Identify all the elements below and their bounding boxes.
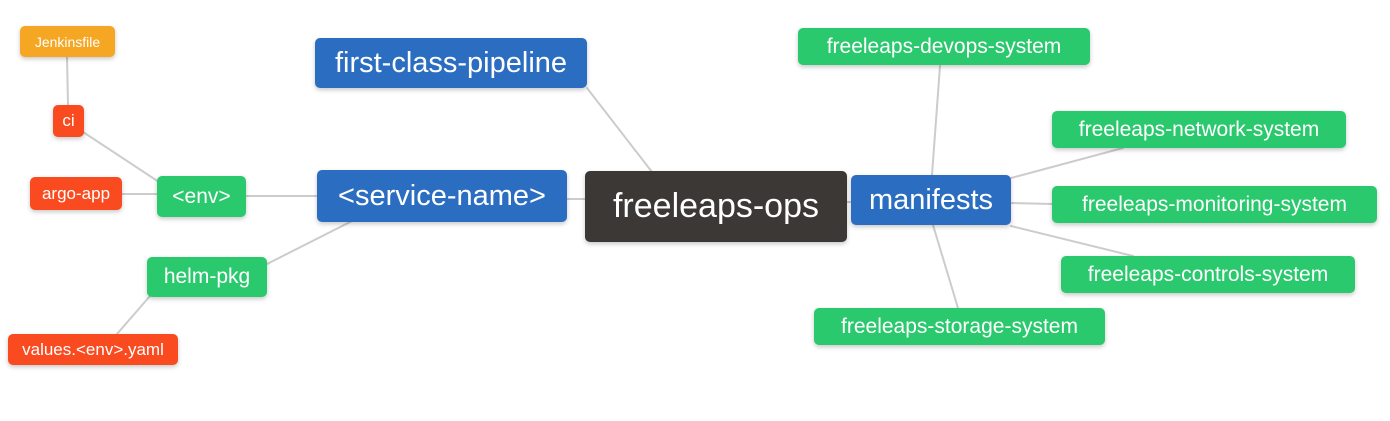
node-freeleaps-ops-root[interactable]: freeleaps-ops <box>585 171 847 242</box>
link-jenkinsfile-ci <box>66 56 69 106</box>
link-ci-env <box>79 129 163 185</box>
node-freeleaps-devops-system[interactable]: freeleaps-devops-system <box>798 28 1090 65</box>
link-pipeline-root <box>586 87 653 173</box>
node-argo-app[interactable]: argo-app <box>30 177 122 210</box>
node-jenkinsfile[interactable]: Jenkinsfile <box>20 26 115 57</box>
node-ci[interactable]: ci <box>53 105 84 137</box>
link-manifests-network <box>1010 147 1124 179</box>
link-manifests-storage <box>932 224 959 309</box>
link-manifests-monitoring <box>1010 202 1053 205</box>
link-helm-pkg-service-name <box>266 220 353 265</box>
node-freeleaps-storage-system[interactable]: freeleaps-storage-system <box>814 308 1105 345</box>
node-env[interactable]: <env> <box>157 176 246 217</box>
node-first-class-pipeline[interactable]: first-class-pipeline <box>315 38 587 88</box>
node-values-env-yaml[interactable]: values.<env>.yaml <box>8 334 178 365</box>
link-values-helm-pkg <box>116 295 151 335</box>
link-manifests-controls <box>1010 225 1134 257</box>
node-freeleaps-monitoring-system[interactable]: freeleaps-monitoring-system <box>1052 186 1377 223</box>
node-freeleaps-controls-system[interactable]: freeleaps-controls-system <box>1061 256 1355 293</box>
node-manifests[interactable]: manifests <box>851 175 1011 225</box>
link-manifests-devops <box>931 65 941 176</box>
node-freeleaps-network-system[interactable]: freeleaps-network-system <box>1052 111 1346 148</box>
node-service-name[interactable]: <service-name> <box>317 170 567 222</box>
node-helm-pkg[interactable]: helm-pkg <box>147 257 267 297</box>
